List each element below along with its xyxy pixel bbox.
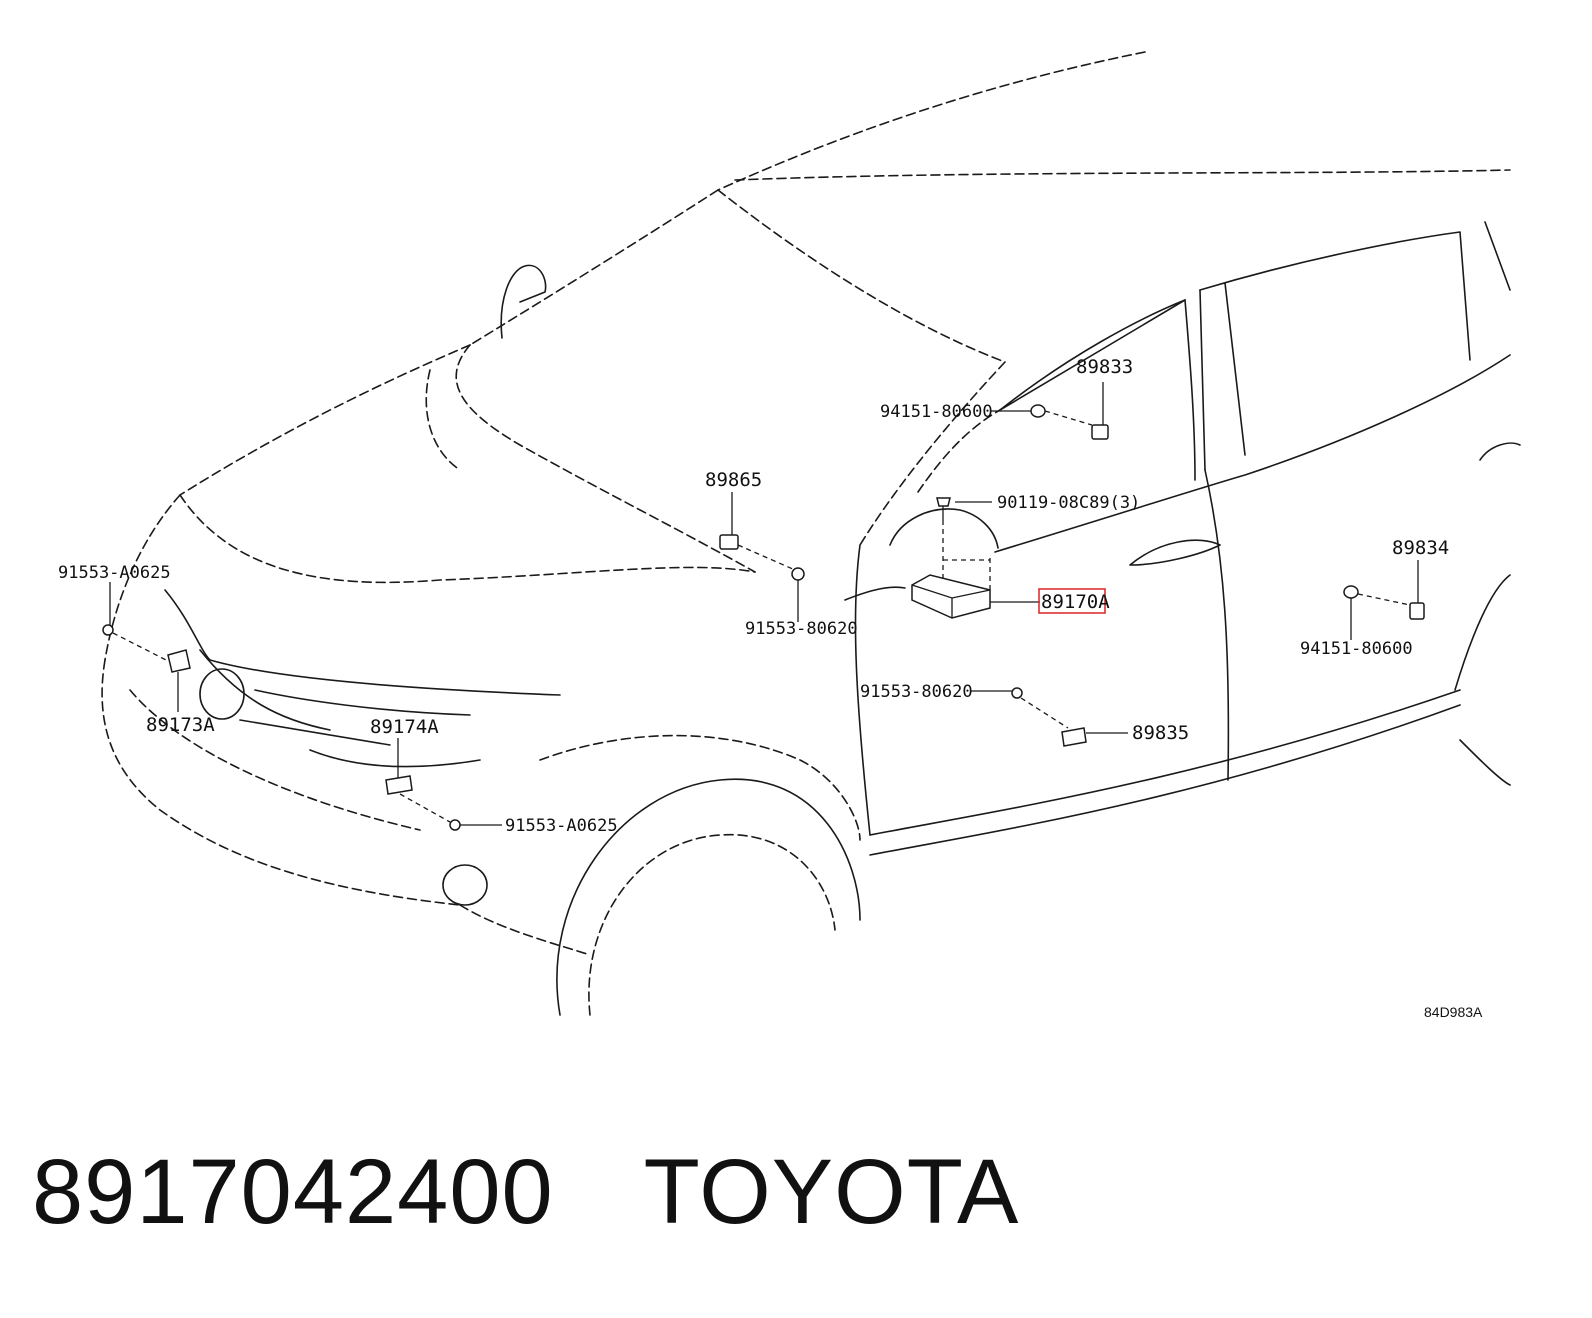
bolt-91553-a0625-lower: 91553-A0625	[449, 816, 618, 836]
sensor-89174a: 89174A	[370, 716, 451, 823]
bolt-91553-80620-upper: 91553-80620	[745, 567, 858, 639]
bolt-90119: 90119-08C89(3)	[936, 493, 1140, 590]
sensor-89834: 89834	[1357, 537, 1449, 620]
callout-89833: 89833	[1076, 356, 1133, 378]
ecu-highlight-box	[1038, 588, 1106, 614]
callout-89865: 89865	[705, 469, 762, 491]
callout-94151-lower: 94151-80600	[1300, 639, 1413, 659]
callout-89174a: 89174A	[370, 716, 439, 738]
grommet-94151-lower: 94151-80600	[1300, 585, 1413, 659]
callout-89835: 89835	[1132, 722, 1189, 744]
bolt-91553-a0625-left: 91553-A0625	[58, 563, 171, 663]
grommet-94151-upper: 94151-80600	[880, 402, 1046, 422]
callout-90119: 90119-08C89(3)	[997, 493, 1140, 513]
bolt-91553-80620-lower: 91553-80620	[860, 682, 1069, 729]
sensor-89173a: 89173A	[146, 649, 215, 736]
ecu-89170a: 89170A	[911, 558, 1110, 619]
callout-89834: 89834	[1392, 537, 1449, 559]
car-outline	[101, 51, 1521, 1016]
caption: 8917042400 TOYOTA	[32, 1140, 1019, 1245]
callout-91553-a0625-lower: 91553-A0625	[505, 816, 618, 836]
sensor-89835: 89835	[1061, 722, 1189, 747]
part-number: 8917042400	[32, 1141, 554, 1243]
callout-89173a: 89173A	[146, 714, 215, 736]
brand-name: TOYOTA	[643, 1141, 1020, 1243]
callout-89170a: 89170A	[1041, 591, 1110, 613]
sensor-89865: 89865	[705, 469, 796, 571]
callout-91553-a0625-left: 91553-A0625	[58, 563, 171, 583]
parts-diagram: 89833 94151-80600 90119-08C89(3) 89170A …	[58, 51, 1521, 1020]
sensor-89833: 89833	[1044, 356, 1133, 440]
callout-91553-80620-upper: 91553-80620	[745, 619, 858, 639]
callout-91553-80620-lower: 91553-80620	[860, 682, 973, 702]
callout-94151-upper: 94151-80600	[880, 402, 993, 422]
drawing-id: 84D983A	[1424, 1004, 1483, 1020]
